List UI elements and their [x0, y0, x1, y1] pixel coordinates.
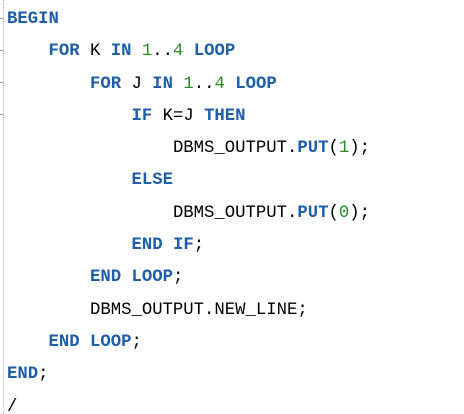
keyword-token: END	[48, 332, 80, 352]
code-indent	[7, 333, 48, 352]
keyword-token: IN	[110, 42, 132, 62]
editor-gutter	[0, 0, 4, 414]
keyword-token: END	[89, 268, 122, 288]
keyword-token: FOR	[48, 42, 80, 62]
code-token	[173, 75, 183, 94]
number-token: 1	[338, 139, 350, 159]
code-line[interactable]: END;	[7, 359, 370, 391]
code-token	[225, 75, 235, 94]
code-token	[183, 42, 193, 61]
keyword-token: IF	[131, 106, 153, 126]
gutter-marker	[0, 114, 3, 115]
number-token: 4	[172, 42, 184, 62]
code-token: );	[349, 139, 371, 159]
code-line[interactable]: END LOOP;	[7, 327, 370, 359]
code-line[interactable]: DBMS_OUTPUT.PUT(0);	[7, 198, 370, 230]
code-indent	[7, 107, 131, 126]
keyword-token: BEGIN	[7, 10, 59, 29]
code-token: ;	[131, 332, 142, 352]
keyword-token: LOOP	[131, 268, 173, 288]
keyword-token: IN	[152, 74, 173, 94]
code-indent	[7, 75, 90, 94]
code-line[interactable]: DBMS_OUTPUT.PUT(1);	[7, 133, 370, 165]
number-token: 4	[214, 74, 225, 94]
code-token	[121, 268, 131, 287]
code-line[interactable]: END IF;	[7, 230, 370, 262]
code-token: ..	[193, 74, 215, 94]
code-indent	[7, 236, 131, 255]
code-token	[80, 333, 90, 352]
code-token: ;	[193, 236, 205, 256]
gutter-marker	[0, 50, 3, 51]
code-token: DBMS_OUTPUT.NEW_LINE;	[89, 300, 308, 320]
code-token: DBMS_OUTPUT.	[172, 203, 298, 223]
code-line[interactable]: FOR J IN 1..4 LOOP	[7, 69, 370, 101]
number-token: 1	[183, 74, 194, 94]
keyword-token: PUT	[297, 139, 329, 159]
keyword-token: ELSE	[131, 171, 173, 191]
code-token: (	[328, 139, 339, 159]
code-token: K	[79, 42, 111, 62]
code-token: ..	[152, 42, 173, 62]
gutter-marker	[0, 82, 3, 83]
gutter-marker	[0, 18, 3, 19]
code-token: ;	[172, 268, 184, 288]
code-line[interactable]: BEGIN	[7, 4, 370, 36]
keyword-token: THEN	[204, 106, 246, 126]
code-indent	[7, 301, 90, 320]
code-line[interactable]: /	[7, 392, 370, 414]
code-token: K=J	[152, 106, 205, 126]
code-line[interactable]: FOR K IN 1..4 LOOP	[7, 36, 370, 68]
keyword-token: LOOP	[193, 42, 236, 62]
code-token: (	[328, 203, 339, 223]
code-token: ;	[38, 365, 49, 385]
code-indent	[7, 42, 48, 61]
code-token	[163, 236, 173, 255]
code-token	[131, 42, 141, 61]
code-token: J	[121, 74, 153, 94]
keyword-token: LOOP	[89, 332, 132, 352]
keyword-token: END	[131, 236, 163, 256]
code-text-area[interactable]: BEGIN FOR K IN 1..4 LOOP FOR J IN 1..4 L…	[7, 4, 370, 414]
number-token: 0	[338, 203, 350, 223]
code-line[interactable]: END LOOP;	[7, 262, 370, 294]
code-line[interactable]: IF K=J THEN	[7, 101, 370, 133]
keyword-token: FOR	[89, 74, 122, 94]
code-indent	[7, 139, 173, 158]
code-indent	[7, 171, 131, 190]
keyword-token: END	[7, 365, 39, 385]
code-token: );	[349, 203, 371, 223]
code-indent	[7, 204, 173, 223]
code-token: DBMS_OUTPUT.	[172, 139, 298, 159]
number-token: 1	[141, 42, 153, 62]
keyword-token: LOOP	[235, 74, 277, 94]
code-indent	[7, 268, 90, 287]
code-line[interactable]: DBMS_OUTPUT.NEW_LINE;	[7, 295, 370, 327]
code-token: /	[7, 397, 18, 414]
keyword-token: IF	[172, 236, 194, 256]
code-line[interactable]: ELSE	[7, 165, 370, 197]
keyword-token: PUT	[297, 203, 329, 223]
